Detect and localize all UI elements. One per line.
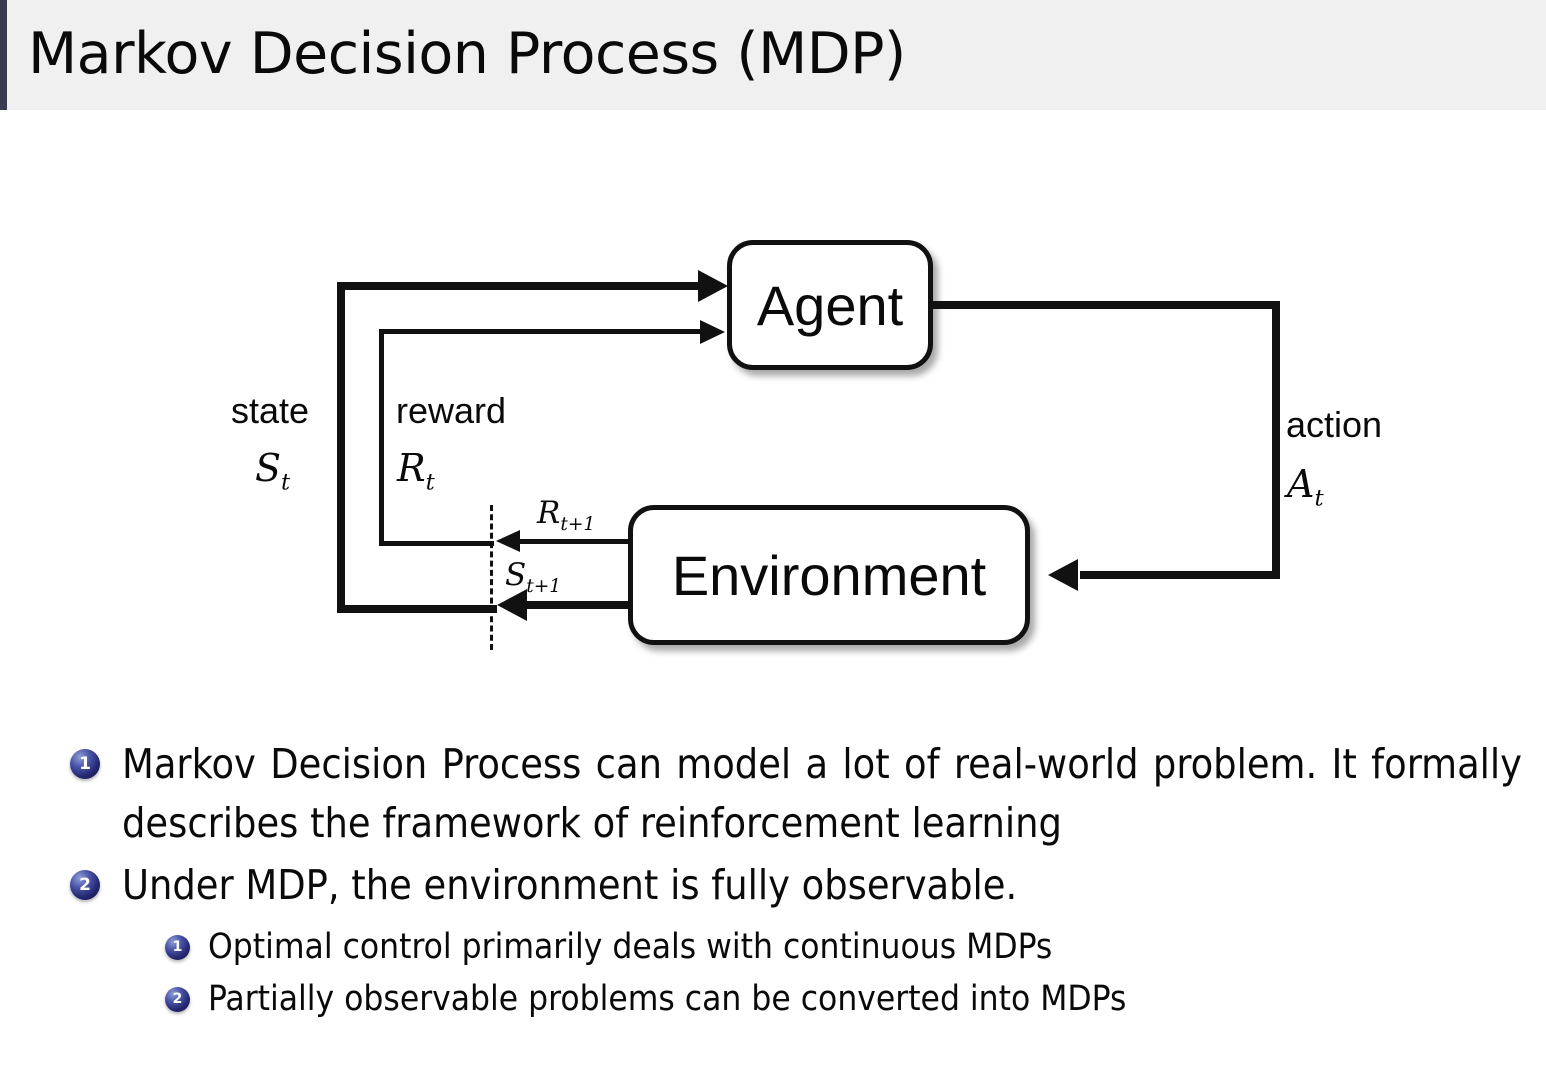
bullet-number-badge: 2 — [70, 870, 100, 900]
reward-label-word: reward — [396, 390, 507, 431]
next-reward-path — [520, 539, 632, 544]
bullet-text: Under MDP, the environment is fully obse… — [122, 861, 1018, 909]
reward-arrowhead — [700, 320, 725, 344]
environment-node-label: Environment — [671, 543, 987, 607]
agent-node: Agent — [727, 240, 933, 370]
action-label-word: action — [1286, 404, 1383, 445]
list-item: 2 Under MDP, the environment is fully ob… — [0, 856, 1546, 915]
page-title: Markov Decision Process (MDP) — [28, 21, 906, 87]
list-item: 1 Markov Decision Process can model a lo… — [0, 735, 1546, 853]
action-path-vertical — [1272, 301, 1280, 579]
state-label-symbol: St — [255, 446, 291, 496]
agent-node-label: Agent — [756, 273, 904, 337]
mdp-interaction-diagram: Agent Environment state St reward Rt act… — [0, 110, 1546, 710]
bullet-list: 1 Markov Decision Process can model a lo… — [0, 735, 1546, 1025]
next-reward-label-symbol: Rt+1 — [537, 495, 596, 536]
bullet-text: Markov Decision Process can model a lot … — [122, 740, 1522, 847]
bullet-number-badge: 1 — [165, 935, 190, 960]
list-item: 2 Partially observable problems can be c… — [95, 973, 1546, 1025]
reward-path-vertical — [379, 329, 384, 546]
time-step-dashed-separator — [490, 505, 493, 650]
bullet-text: Optimal control primarily deals with con… — [208, 927, 1053, 967]
state-arrowhead — [698, 270, 728, 302]
next-state-label-symbol: St+1 — [505, 557, 562, 598]
state-path-bottom-horizontal — [337, 605, 497, 613]
state-label-word: state — [231, 390, 310, 431]
reward-label-symbol: Rt — [397, 446, 435, 496]
action-path-bottom-horizontal — [1080, 571, 1280, 579]
action-arrowhead — [1048, 559, 1078, 591]
state-path-top-horizontal — [337, 282, 705, 290]
list-item: 1 Optimal control primarily deals with c… — [95, 921, 1546, 973]
next-reward-arrowhead — [496, 530, 520, 552]
bullet-text: Partially observable problems can be con… — [208, 979, 1127, 1019]
reward-path-bottom-horizontal — [379, 541, 494, 546]
bullet-number-badge: 1 — [70, 749, 100, 779]
environment-node: Environment — [628, 505, 1030, 645]
next-state-path — [527, 601, 633, 609]
action-label-symbol: At — [1287, 462, 1324, 512]
action-path-top-horizontal — [931, 301, 1280, 309]
reward-path-top-horizontal — [379, 329, 707, 334]
slide-title-band: Markov Decision Process (MDP) — [0, 0, 1546, 110]
next-state-arrowhead — [497, 589, 527, 621]
bullet-number-badge: 2 — [165, 987, 190, 1012]
state-path-vertical — [337, 282, 345, 613]
title-accent-rule — [0, 0, 7, 110]
